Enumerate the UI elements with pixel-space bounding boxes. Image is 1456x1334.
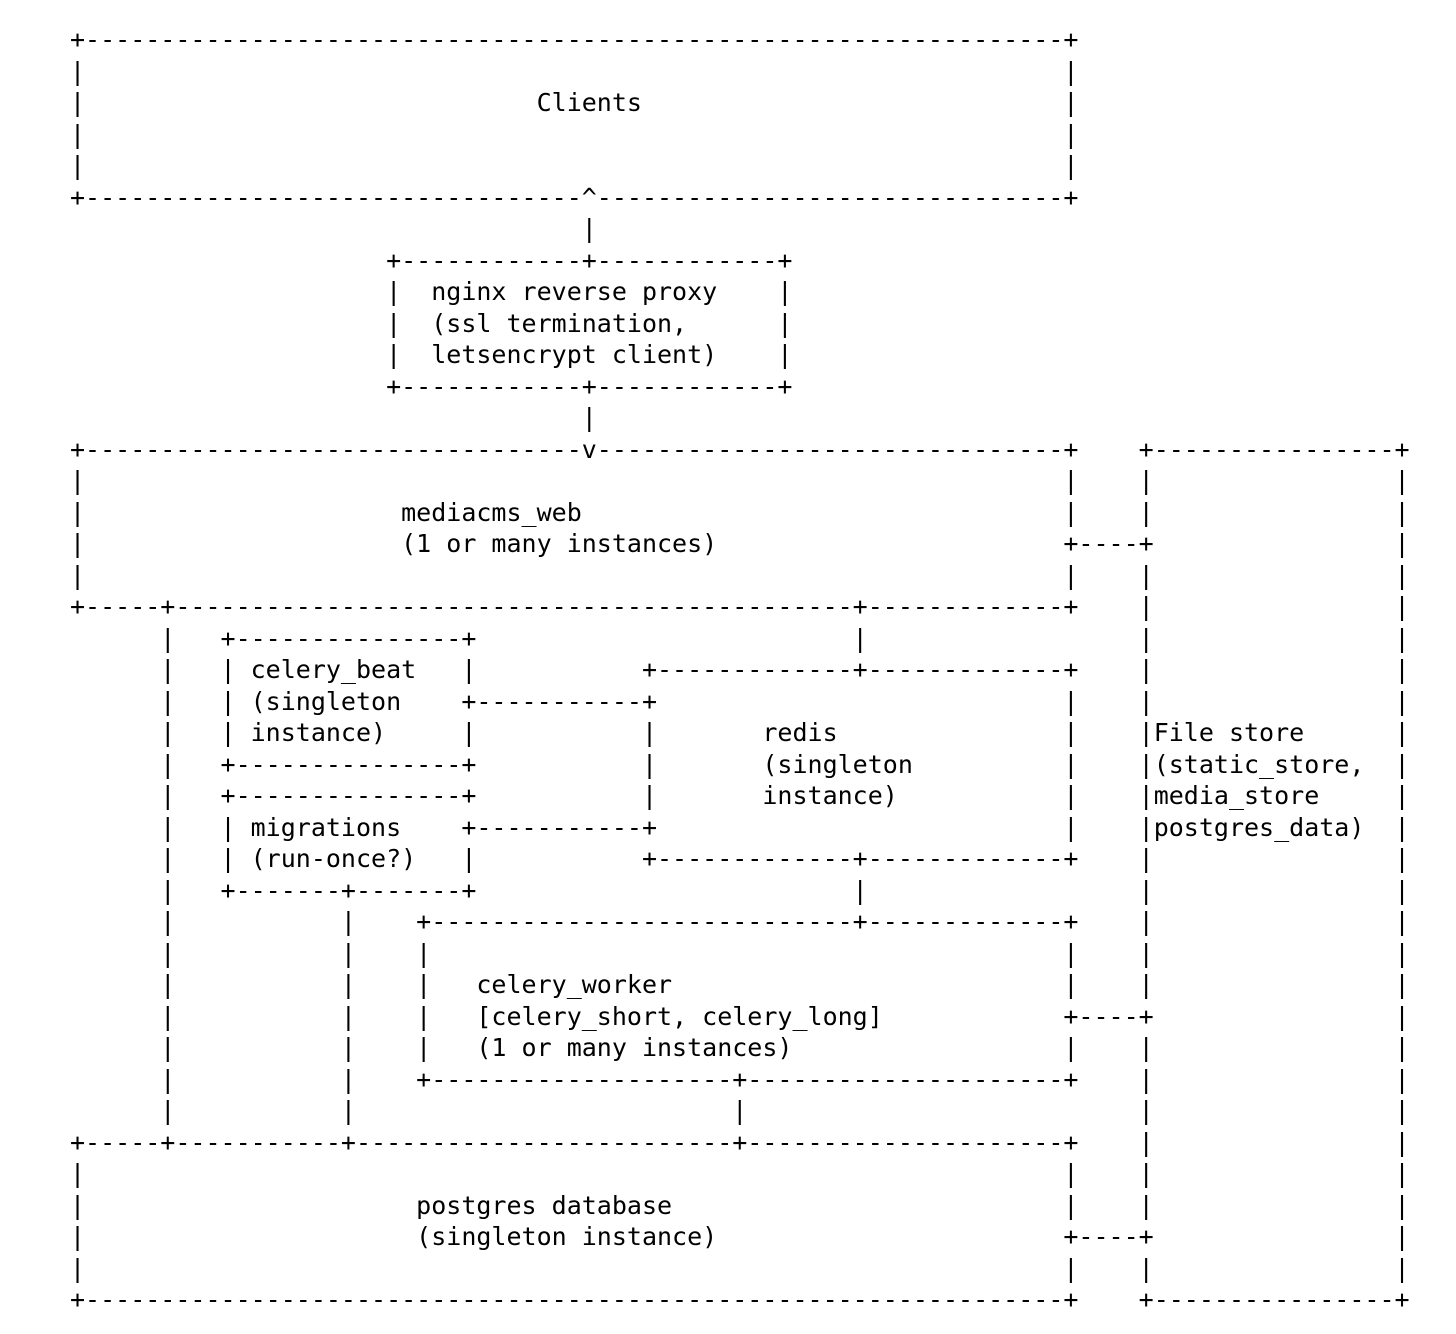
diagram-line: | | | | | [70,1096,1410,1125]
diagram-line: | +-------+-------+ | | | [70,875,1410,905]
diagram-line-connector: | [70,403,597,432]
diagram-line-migrations-sublabel: | | (run-once?) | +-------------+-------… [70,844,1410,873]
diagram-line: | | | | | | [70,938,1410,968]
diagram-line-clients-label: | Clients | [70,88,1079,117]
diagram-line-redis-sublabel: | +---------------+ | (singleton | |(sta… [70,749,1410,779]
diagram-line-connector: | [70,214,597,243]
diagram-line-mediacms-label: | mediacms_web | | | [70,497,1410,527]
diagram-line: | | +----------------------------+------… [70,907,1410,936]
diagram-line: | | [70,56,1079,86]
diagram-line: | | | | [70,466,1410,495]
diagram-line-celery-worker-label: | | | celery_worker | | | [70,970,1410,999]
diagram-line-celery-beat-sublabel: | | (singleton +-----------+ | | | [70,686,1410,716]
diagram-line-postgres-label: | postgres database | | | [70,1190,1410,1220]
diagram-line-nginx-label: | nginx reverse proxy | [70,277,793,306]
diagram-line: | +---------------+ | | | [70,623,1410,653]
diagram-line: +------------+------------+ [70,371,793,401]
diagram-line: | | +--------------------+--------------… [70,1064,1410,1094]
diagram-line-migrations-label: | | migrations +-----------+ | |postgres… [70,812,1410,842]
diagram-line-celery-beat-label: | | celery_beat | +-------------+-------… [70,655,1410,684]
diagram-line-arrow-down: +---------------------------------v-----… [70,434,1410,464]
diagram-line-celery-worker-sublabel: | | | (1 or many instances) | | | [70,1033,1410,1062]
diagram-line: +-----+---------------------------------… [70,592,1410,621]
diagram-line: | | [70,151,1079,180]
diagram-line: +------------+------------+ [70,245,793,275]
diagram-line: | | | | [70,560,1410,590]
diagram-line: | | | | [70,1253,1410,1283]
diagram-line-nginx-sublabel: | (ssl termination, | [70,308,793,338]
diagram-line-redis-label: | | instance) | | redis | |File store | [70,718,1410,747]
diagram-line: +---------------------------------------… [70,25,1079,54]
diagram-line-redis-sublabel: | +---------------+ | instance) | |media… [70,781,1410,810]
diagram-line: | | | | [70,1159,1410,1188]
diagram-line: +-----+-----------+---------------------… [70,1127,1410,1157]
diagram-line-celery-worker-sublabel: | | | [celery_short, celery_long] +----+… [70,1001,1410,1031]
diagram-line-postgres-sublabel: | (singleton instance) +----+ | [70,1222,1410,1251]
diagram-line-nginx-sublabel: | letsencrypt client) | [70,340,793,369]
diagram-line: +---------------------------------------… [70,1285,1410,1314]
diagram-line: | | [70,119,1079,149]
diagram-line-mediacms-sublabel: | (1 or many instances) +----+ | [70,529,1410,558]
diagram-line-arrow-up: +---------------------------------^-----… [70,182,1079,212]
